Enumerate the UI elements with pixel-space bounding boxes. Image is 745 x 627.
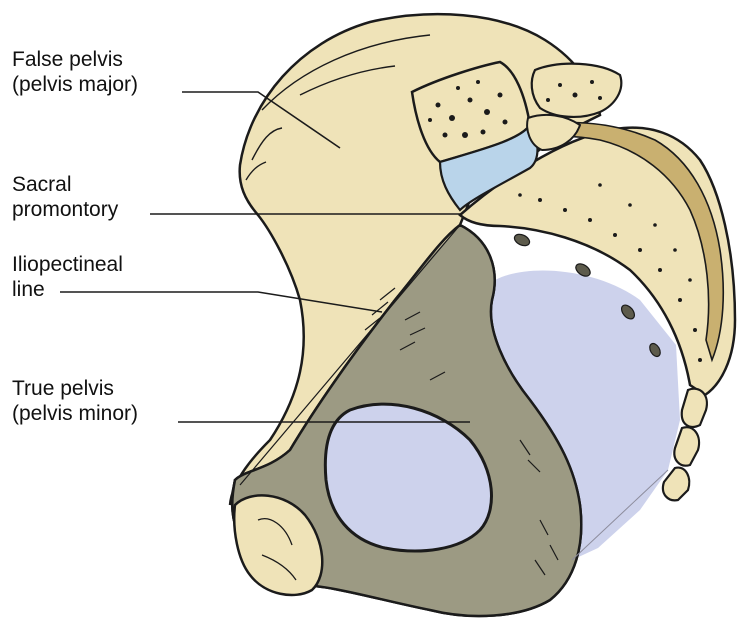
label-sacral-promontory-line2: promontory [12, 198, 119, 221]
intervertebral-disc [438, 123, 539, 212]
articular-facet [526, 113, 582, 152]
coccyx [661, 387, 708, 502]
label-true-pelvis-line1: True pelvis [12, 377, 114, 400]
label-sacral-promontory-line1: Sacral [12, 173, 72, 196]
trabecular-pattern [428, 80, 702, 362]
pubic-face-detail [257, 518, 297, 581]
label-false-pelvis-line2: (pelvis major) [12, 73, 139, 96]
label-true-pelvis: True pelvis (pelvis minor) [12, 376, 138, 426]
label-true-pelvis-line2: (pelvis minor) [12, 402, 139, 425]
obturator-foramen [323, 402, 493, 553]
pubic-face [233, 494, 324, 597]
bone-hatching [364, 287, 559, 576]
articular-process [530, 62, 623, 119]
label-sacral-promontory: Sacral promontory [12, 172, 118, 222]
leader-false-pelvis [182, 91, 341, 149]
sacral-band [514, 121, 725, 363]
pelvic-cavity-region [491, 270, 680, 560]
sacral-foramina [513, 233, 661, 358]
iliac-crest-detail [245, 34, 431, 181]
true-pelvis-plane-edge [571, 469, 669, 561]
leader-lines [60, 91, 470, 423]
leader-iliopectineal-line [60, 291, 383, 313]
label-iliopectineal-line-line1: Iliopectineal [12, 253, 123, 276]
label-false-pelvis-line1: False pelvis [12, 48, 123, 71]
pelvic-brim [239, 224, 461, 486]
label-iliopectineal-line: Iliopectineal line [12, 252, 123, 302]
label-false-pelvis: False pelvis (pelvis major) [12, 47, 138, 97]
label-iliopectineal-line-line2: line [12, 278, 45, 301]
